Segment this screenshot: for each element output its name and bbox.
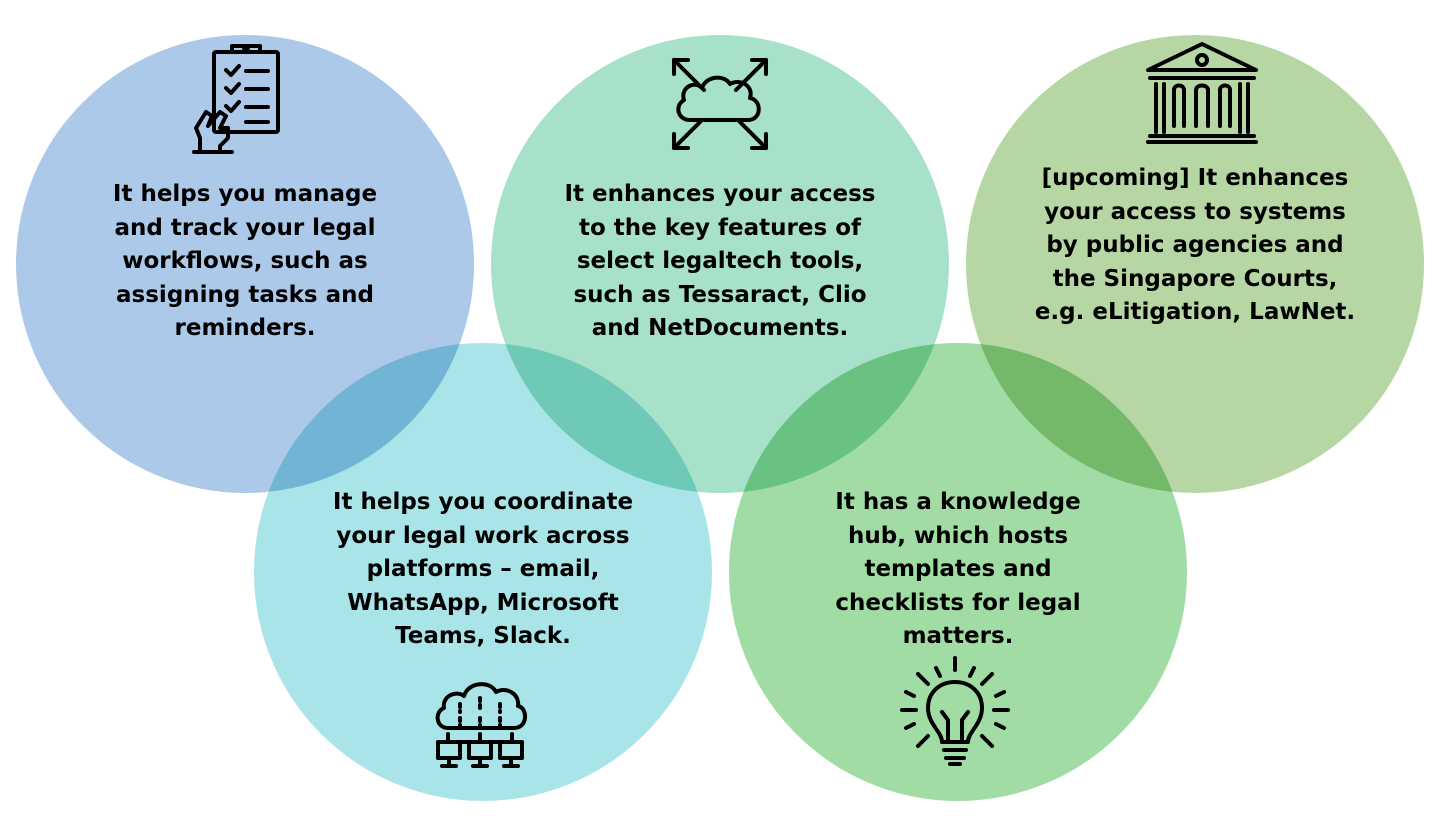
cloud-network-icon [430, 676, 530, 772]
knowledge-hub-text: It has a knowledge hub, which hosts temp… [835, 489, 1081, 650]
courthouse-icon [1144, 40, 1260, 146]
legaltech-text: It enhances your access to the key featu… [564, 181, 876, 342]
workflow-text: It helps you manage and track your legal… [112, 181, 378, 342]
lightbulb-icon [898, 654, 1012, 770]
coordination-text: It helps you coordinate your legal work … [332, 489, 634, 650]
checklist-clipboard-icon [190, 42, 286, 154]
cloud-expand-icon [668, 54, 772, 154]
circle-knowledge-hub [727, 341, 1189, 803]
public-agencies-text: [upcoming] It enhances your access to sy… [1034, 165, 1356, 326]
